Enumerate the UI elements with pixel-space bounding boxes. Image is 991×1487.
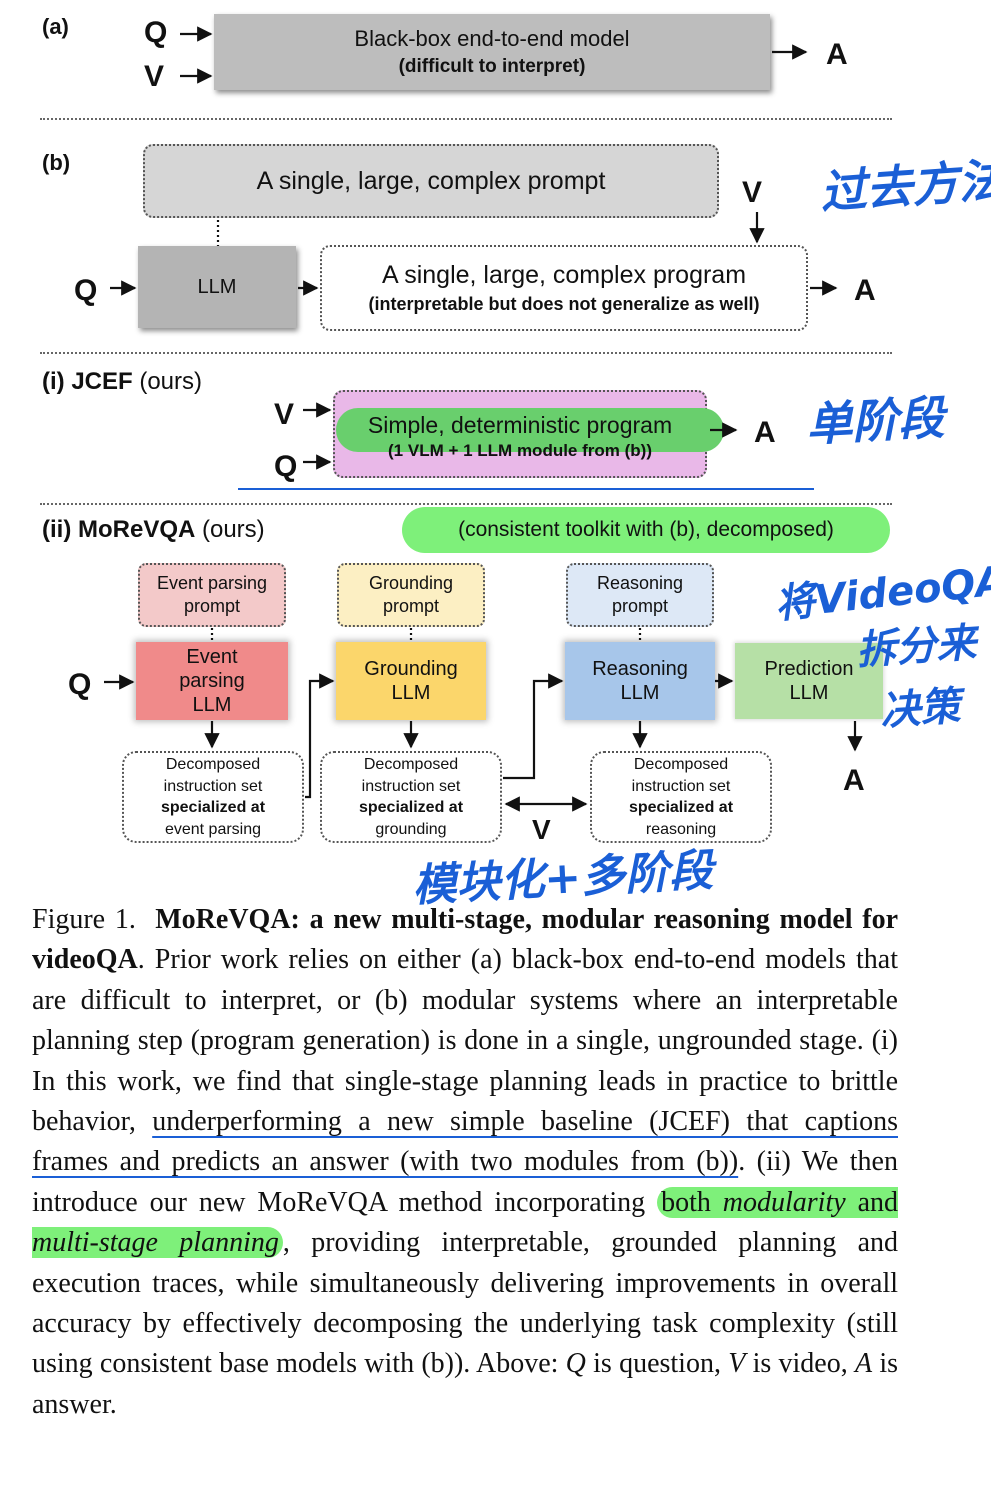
panel-i-v: V [274, 398, 295, 431]
jcef-program-subtitle: (1 VLM + 1 LLM module from (b)) [388, 440, 652, 460]
panel-ii-answer: A [843, 764, 865, 797]
caption-title: MoReVQA: a new multi-stage, modular reas… [32, 904, 899, 976]
panel-i-q: Q [274, 450, 298, 483]
panel-a-answer: A [826, 38, 848, 71]
toolkit-highlight: (consistent toolkit with (b), decomposed… [402, 507, 890, 553]
caption-figure-label: Figure 1. [32, 904, 136, 935]
divider-2 [40, 352, 892, 354]
panel-ii-q: Q [68, 668, 92, 701]
jcef-program-text: Simple, deterministic program (1 VLM + 1… [333, 408, 707, 464]
divider-1 [40, 118, 892, 120]
panel-b-v: V [742, 176, 763, 209]
panel-b-answer: A [854, 274, 876, 307]
black-box-title: Black-box end-to-end model [354, 26, 630, 51]
panel-b-label: (b) [42, 150, 71, 175]
panel-b-q: Q [74, 274, 98, 307]
jcef-program-title: Simple, deterministic program [367, 411, 673, 438]
jcef-underline-annotation [238, 488, 814, 490]
black-box-model: Black-box end-to-end model (difficult to… [214, 14, 770, 90]
event-parsing-instruction-set: Decomposed instruction set specialized a… [122, 751, 304, 843]
divider-3 [40, 503, 892, 505]
annotation-videoqa-3: 决策 [878, 683, 962, 735]
panel-ii-v: V [532, 814, 551, 845]
jcef-green-highlight [336, 408, 724, 452]
panel-i-label: (i) JCEF (ours) [42, 368, 203, 395]
panel-i-answer: A [754, 416, 776, 449]
black-box-subtitle: (difficult to interpret) [398, 56, 586, 77]
grounding-instruction-set: Decomposed instruction set specialized a… [320, 751, 502, 843]
panel-a-v: V [144, 60, 165, 93]
panel-a-q: Q [144, 16, 168, 49]
figure-caption: Figure 1. MoReVQA: a new multi-stage, mo… [32, 904, 899, 1420]
panel-ii-label: (ii) MoReVQA (ours) [42, 516, 265, 543]
reasoning-instruction-set: Decomposed instruction set specialized a… [590, 751, 772, 843]
single-complex-program: A single, large, complex program (interp… [320, 245, 808, 331]
llm-label: LLM [197, 275, 237, 298]
toolkit-text: (consistent toolkit with (b), decomposed… [458, 518, 834, 541]
single-complex-prompt-text: A single, large, complex prompt [256, 166, 606, 195]
panel-a-label: (a) [42, 14, 69, 39]
annotation-single-stage: 单阶段 [804, 390, 946, 452]
annotation-videoqa-2: 拆分来 [854, 619, 978, 675]
program-subtitle: (interpretable but does not generalize a… [368, 294, 760, 314]
annotation-past-methods: 过去方法 [818, 152, 991, 220]
single-complex-prompt: A single, large, complex prompt [143, 144, 719, 218]
llm-box: LLM [138, 246, 296, 328]
diagram-connectors [104, 26, 863, 812]
program-title: A single, large, complex program [381, 261, 747, 289]
caption-underlined-text: underperforming a new simple baseline (J… [32, 1106, 898, 1178]
